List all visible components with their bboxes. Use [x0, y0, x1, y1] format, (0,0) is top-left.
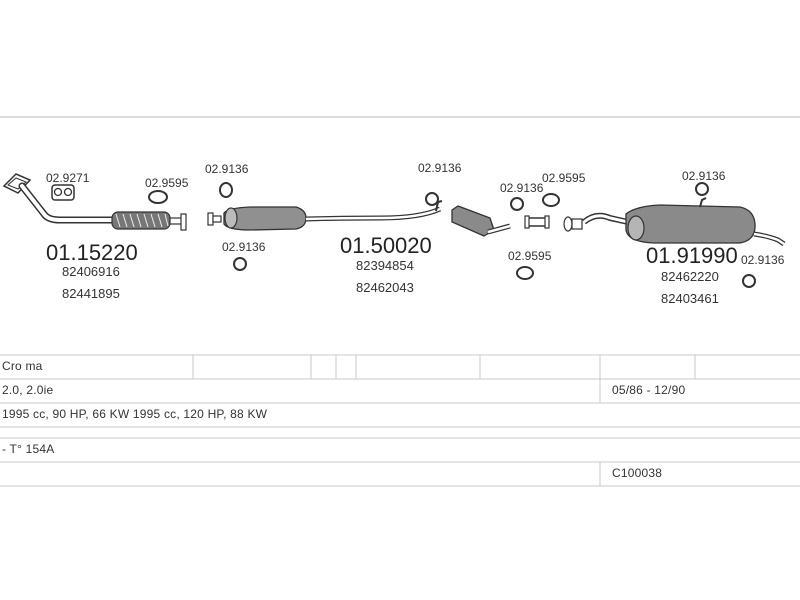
label-rubber-ring: 02.9136: [222, 240, 266, 254]
rubber-ring-icon: [695, 182, 709, 196]
pipe-connector: [563, 216, 583, 232]
rubber-ring-icon: [742, 274, 756, 288]
front-pipe-flange: [2, 173, 32, 194]
engine-code: - T° 154A: [2, 442, 55, 456]
oem-number: 82403461: [661, 291, 719, 306]
part-number-middle-silencer: 01.50020: [340, 233, 432, 258]
rubber-ring-icon: [510, 197, 524, 211]
pipe-connector: [207, 212, 222, 226]
engine-specs: 1995 cc, 90 HP, 66 KW 1995 cc, 120 HP, 8…: [2, 407, 268, 421]
rubber-ring-icon: [425, 192, 439, 206]
front-pipe-rear-flange: [180, 213, 187, 231]
middle-silencer-drawing: [223, 200, 511, 237]
gasket-icon: [542, 193, 560, 207]
oem-number: 82406916: [62, 264, 120, 279]
oem-number: 82394854: [356, 258, 414, 273]
label-gasket: 02.9595: [508, 249, 552, 263]
rear-silencer-drawing: [582, 197, 786, 247]
part-number-front-pipe: 01.15220: [46, 240, 138, 265]
rubber-ring-icon: [219, 182, 233, 198]
clamp-icon: [51, 184, 75, 201]
oem-number: 82462043: [356, 280, 414, 295]
gasket-icon: [148, 190, 168, 204]
engine-variant: 2.0, 2.0ie: [2, 383, 54, 397]
label-gasket: 02.9595: [542, 171, 586, 185]
gasket-icon: [516, 266, 534, 280]
vehicle-model: Cro ma: [2, 359, 43, 373]
middle-silencer-body: [451, 205, 495, 237]
label-gasket: 02.9595: [145, 176, 189, 190]
clamp-icon: [524, 215, 550, 229]
rubber-ring-icon: [233, 257, 247, 271]
production-period: 05/86 - 12/90: [612, 383, 686, 397]
label-rubber-ring: 02.9136: [500, 181, 544, 195]
oem-number: 82441895: [62, 286, 120, 301]
front-pipe-drawing: [2, 173, 187, 231]
label-rubber-ring: 02.9136: [682, 169, 726, 183]
vehicle-info-table: [0, 354, 800, 487]
label-rubber-ring: 02.9136: [205, 162, 249, 176]
reference-code: C100038: [612, 466, 663, 480]
label-rubber-ring: 02.9136: [418, 161, 462, 175]
rear-silencer-body: [625, 204, 756, 244]
part-number-rear-silencer: 01.91990: [646, 243, 738, 268]
label-clamp: 02.9271: [46, 171, 90, 185]
label-rubber-ring: 02.9136: [741, 253, 785, 267]
oem-number: 82462220: [661, 269, 719, 284]
